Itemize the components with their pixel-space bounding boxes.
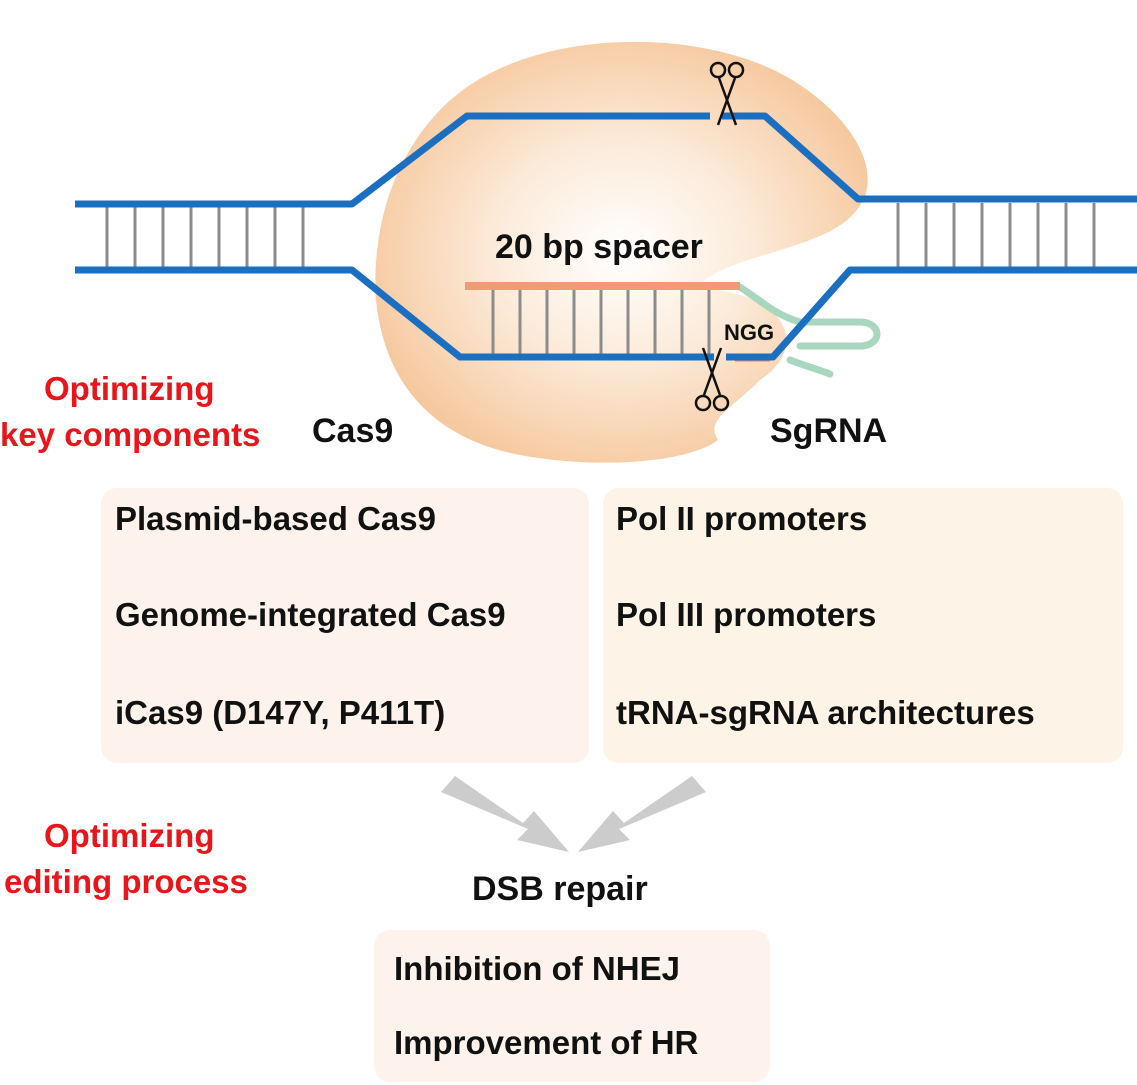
section-key-components-line1: Optimizing <box>44 370 215 407</box>
spacer-label: 20 bp spacer <box>495 228 703 266</box>
sgrna-option-trna: tRNA-sgRNA architectures <box>616 694 1035 731</box>
repair-options-box: Inhibition of NHEJ Improvement of HR <box>374 930 770 1082</box>
cas9-option-genome-integrated: Genome-integrated Cas9 <box>115 596 506 633</box>
sgrna-options-box: Pol II promoters Pol III promoters tRNA-… <box>603 488 1123 763</box>
cas9-option-plasmid: Plasmid-based Cas9 <box>115 500 436 537</box>
dsb-repair-label: DSB repair <box>472 870 648 908</box>
converging-arrows <box>441 776 706 852</box>
sgrna-label: SgRNA <box>770 412 888 450</box>
sgrna-option-pol2: Pol II promoters <box>616 500 868 537</box>
cas9-option-icas9: iCas9 (D147Y, P411T) <box>115 694 446 731</box>
scissors-icon-top <box>709 61 745 126</box>
sgrna-option-pol3: Pol III promoters <box>616 596 877 633</box>
section-key-components-line2: key components <box>0 416 261 453</box>
scissors-icon-bottom <box>694 347 730 412</box>
section-editing-process-line1: Optimizing <box>44 817 215 854</box>
repair-option-hr: Improvement of HR <box>394 1024 699 1061</box>
sgrna-scaffold <box>736 283 881 378</box>
right-arrow <box>578 776 706 852</box>
dna-bottom-strand <box>75 266 1137 361</box>
cas9-label: Cas9 <box>312 412 394 450</box>
repair-option-nhej: Inhibition of NHEJ <box>394 950 680 987</box>
cas9-options-box: Plasmid-based Cas9 Genome-integrated Cas… <box>101 488 589 763</box>
left-arrow <box>441 776 569 852</box>
pam-label: NGG <box>724 320 775 345</box>
left-duplex-rungs <box>105 207 305 268</box>
spacer-duplex-rungs <box>491 290 711 354</box>
right-duplex-rungs <box>896 203 1096 268</box>
dna-top-strand <box>75 112 1137 208</box>
section-editing-process-line2: editing process <box>4 863 248 900</box>
